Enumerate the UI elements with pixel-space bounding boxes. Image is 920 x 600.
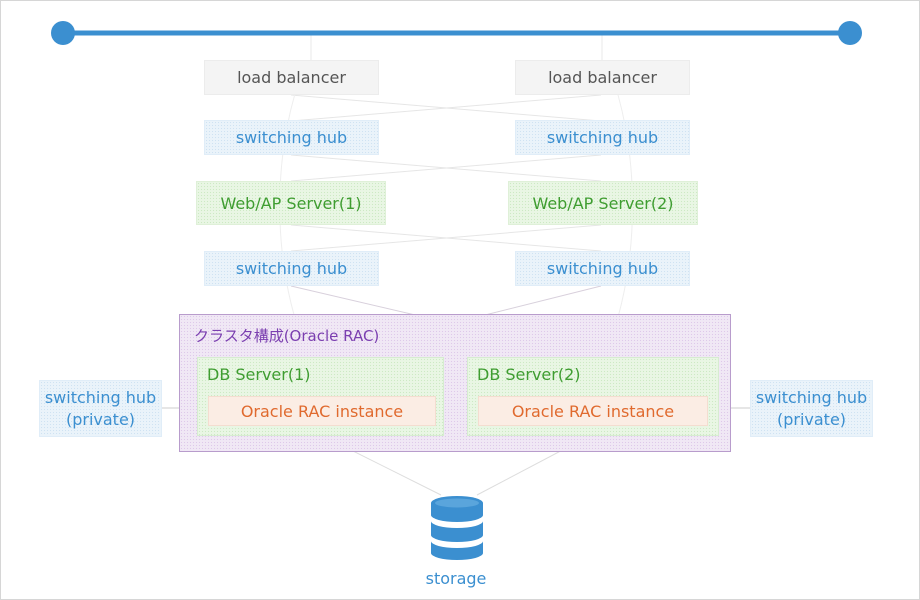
load-balancer-2: load balancer <box>515 60 690 95</box>
storage-label: storage <box>425 569 487 588</box>
instance-label: Oracle RAC instance <box>240 401 404 421</box>
oracle-rac-instance-2: Oracle RAC instance <box>478 396 708 426</box>
top-bus-endpoint-right <box>838 21 862 45</box>
switching-hub-private-1: switching hub (private) <box>39 380 162 437</box>
top-bus-endpoint-left <box>51 21 75 45</box>
private-hub-label-line2: (private) <box>776 409 847 429</box>
connector <box>290 154 602 182</box>
storage-disk-middle <box>431 521 483 542</box>
web-ap-server-label: Web/AP Server(1) <box>220 193 362 213</box>
cluster-label: クラスタ構成(Oracle RAC) <box>194 327 380 345</box>
switching-hub-upper-2: switching hub <box>515 120 690 155</box>
load-balancer-1: load balancer <box>204 60 379 95</box>
switching-hub-lower-1: switching hub <box>204 251 379 286</box>
db-server-label: DB Server(2) <box>477 365 581 384</box>
switching-hub-label: switching hub <box>235 259 348 278</box>
switching-hub-label: switching hub <box>546 128 659 147</box>
web-ap-server-2: Web/AP Server(2) <box>508 181 698 225</box>
connector <box>290 224 602 252</box>
load-balancer-label: load balancer <box>237 68 346 87</box>
switching-hub-label: switching hub <box>235 128 348 147</box>
db-server-2: DB Server(2) Oracle RAC instance <box>467 357 719 436</box>
database-icon <box>431 496 483 560</box>
oracle-rac-cluster: クラスタ構成(Oracle RAC) DB Server(1) Oracle R… <box>179 314 731 452</box>
storage-disk-cap-highlight <box>435 498 479 508</box>
private-hub-label-line1: switching hub <box>755 387 868 407</box>
connector <box>290 94 602 122</box>
oracle-rac-instance-1: Oracle RAC instance <box>208 396 436 426</box>
load-balancer-label: load balancer <box>548 68 657 87</box>
web-ap-server-1: Web/AP Server(1) <box>196 181 386 225</box>
web-ap-server-label: Web/AP Server(2) <box>532 193 674 213</box>
switching-hub-lower-2: switching hub <box>515 251 690 286</box>
private-hub-label-line1: switching hub <box>44 387 157 407</box>
db-server-label: DB Server(1) <box>207 365 311 384</box>
switching-hub-upper-1: switching hub <box>204 120 379 155</box>
private-hub-label-line2: (private) <box>65 409 136 429</box>
switching-hub-label: switching hub <box>546 259 659 278</box>
db-server-1: DB Server(1) Oracle RAC instance <box>197 357 444 436</box>
storage-disk-bottom <box>431 541 483 560</box>
switching-hub-private-2: switching hub (private) <box>750 380 873 437</box>
instance-label: Oracle RAC instance <box>511 401 675 421</box>
